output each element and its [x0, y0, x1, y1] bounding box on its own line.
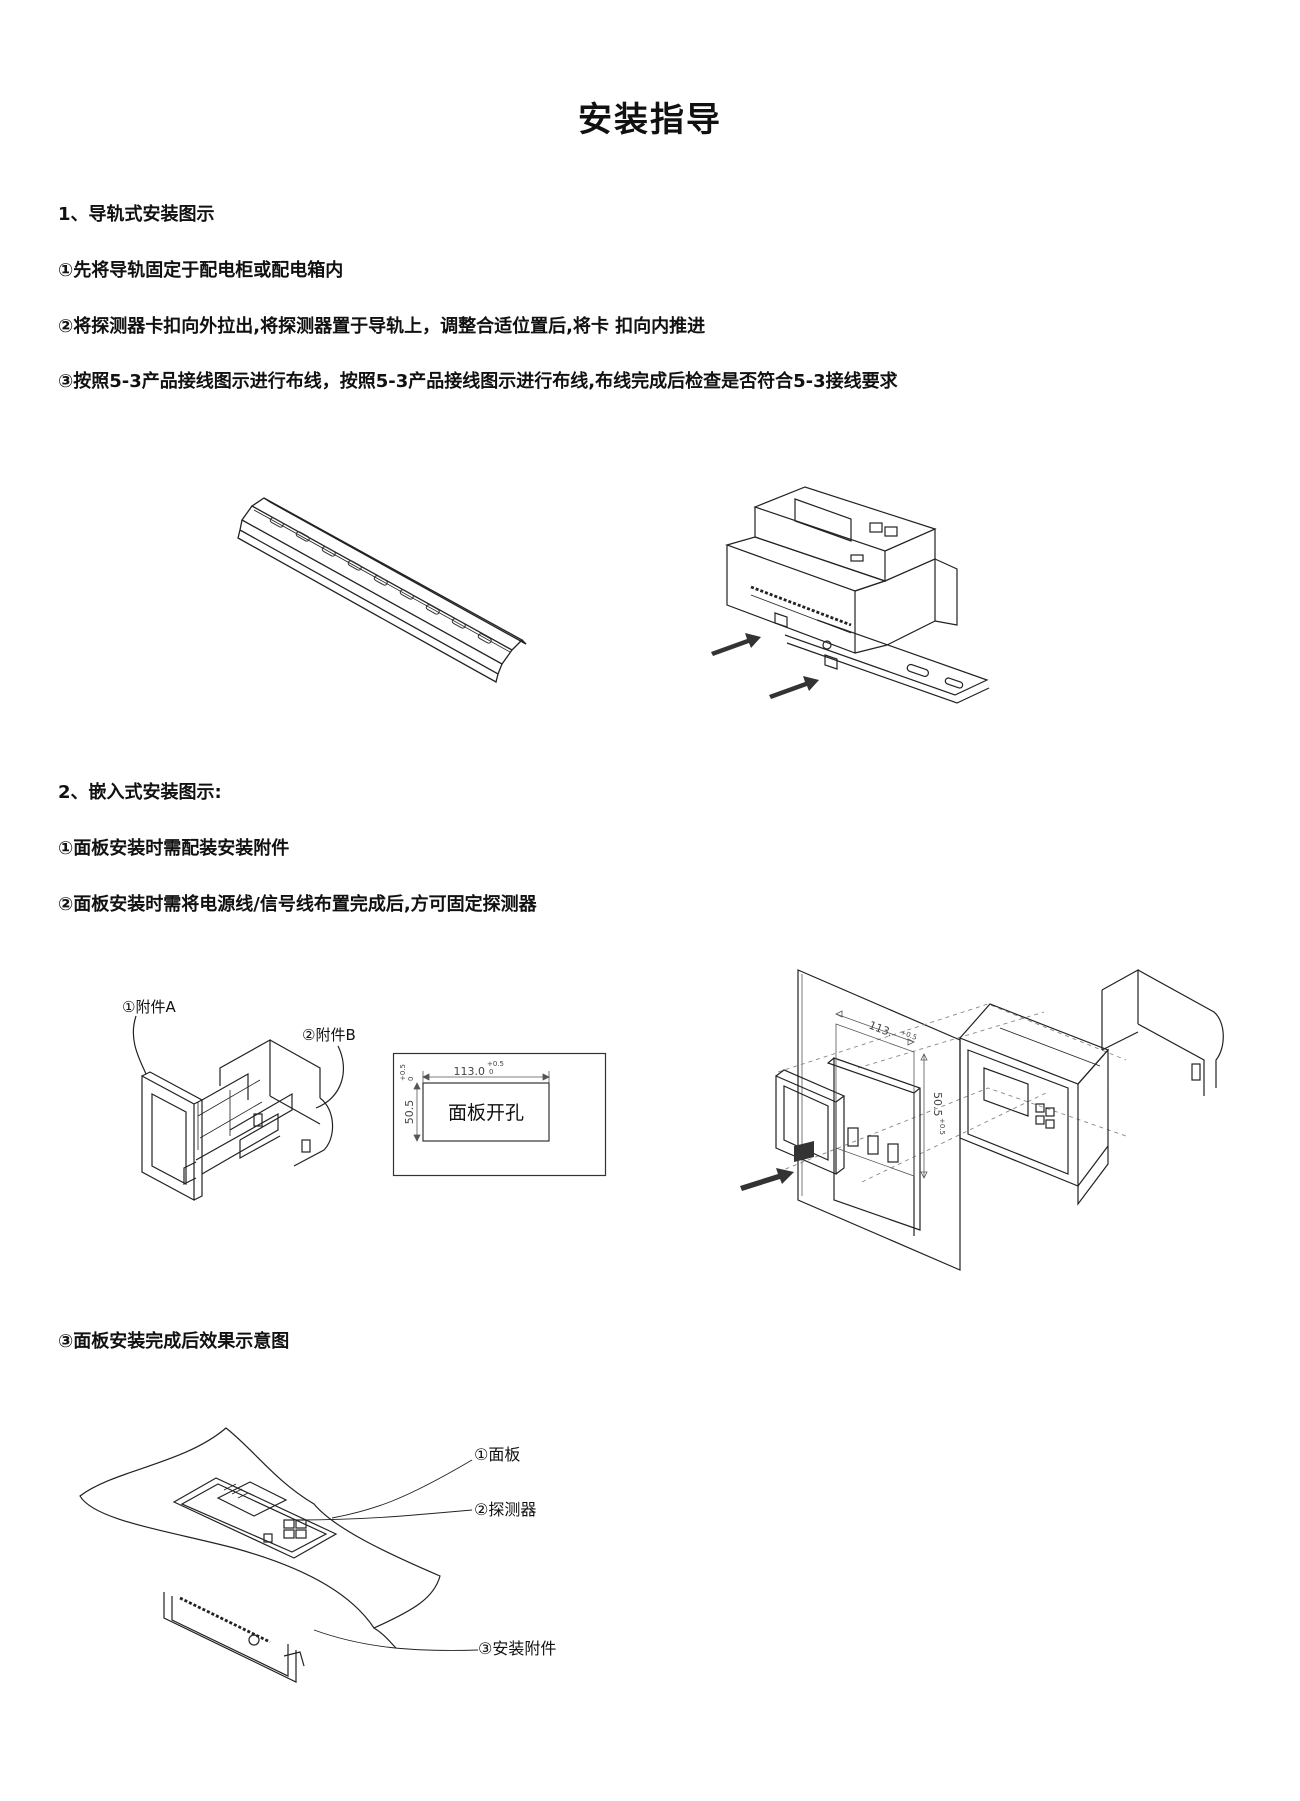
rail-mounted-detector-figure [695, 485, 995, 710]
exploded-install-arrows [740, 1141, 814, 1191]
label-panel: ①面板 [474, 1445, 520, 1464]
cutout-width-tol-upper: +0.5 [487, 1060, 504, 1068]
rail-slots [269, 517, 492, 644]
section1-step-2: ②将探测器卡扣向外拉出,将探测器置于导轨上，调整合适位置后,将卡 扣向内推进 [58, 316, 706, 337]
panel-mount-exploded-figure: 113. +0.5 50.5 +0.5 [738, 968, 1228, 1273]
label-accessory: ③安装附件 [478, 1639, 556, 1658]
cutout-height-value: 50.5 [403, 1100, 416, 1125]
install-direction-arrows [711, 633, 819, 699]
cutout-label: 面板开孔 [448, 1102, 524, 1124]
panel-cutout-figure: 113.0 +0.5 0 50.5 +0.5 0 面板开孔 [392, 1052, 608, 1178]
cutout-width-value: 113.0 [454, 1065, 486, 1078]
din-rail-figure [230, 480, 530, 690]
page-title: 安装指导 [578, 100, 722, 140]
section2-step-1: ①面板安装时需配装安装附件 [58, 838, 290, 859]
section1-step-3: ③按照5-3产品接线图示进行布线，按照5-3产品接线图示进行布线,布线完成后检查… [58, 371, 898, 392]
cutout-height-tol-upper: +0.5 [399, 1064, 407, 1081]
label-accessory-a: ①附件A [122, 998, 176, 1016]
label-detector: ②探测器 [474, 1500, 536, 1519]
cutout-width-tol-lower: 0 [489, 1068, 493, 1076]
section2-step-2: ②面板安装时需将电源线/信号线布置完成后,方可固定探测器 [58, 894, 537, 915]
section1-step-1: ①先将导轨固定于配电柜或配电箱内 [58, 260, 344, 281]
accessories-figure: ①附件A ②附件B [110, 990, 380, 1205]
section1-heading: 1、导轨式安装图示 [58, 204, 215, 225]
label-accessory-b: ②附件B [302, 1026, 356, 1044]
exploded-height-tol-upper: +0.5 [938, 1118, 946, 1135]
installed-result-figure: ①面板 ②探测器 ③安装附件 [74, 1420, 574, 1685]
cutout-height-tol-lower: 0 [407, 1077, 415, 1081]
section2-heading: 2、嵌入式安装图示: [58, 782, 222, 803]
section2-step-3: ③面板安装完成后效果示意图 [58, 1331, 290, 1352]
exploded-height-value: 50.5 [931, 1092, 944, 1117]
